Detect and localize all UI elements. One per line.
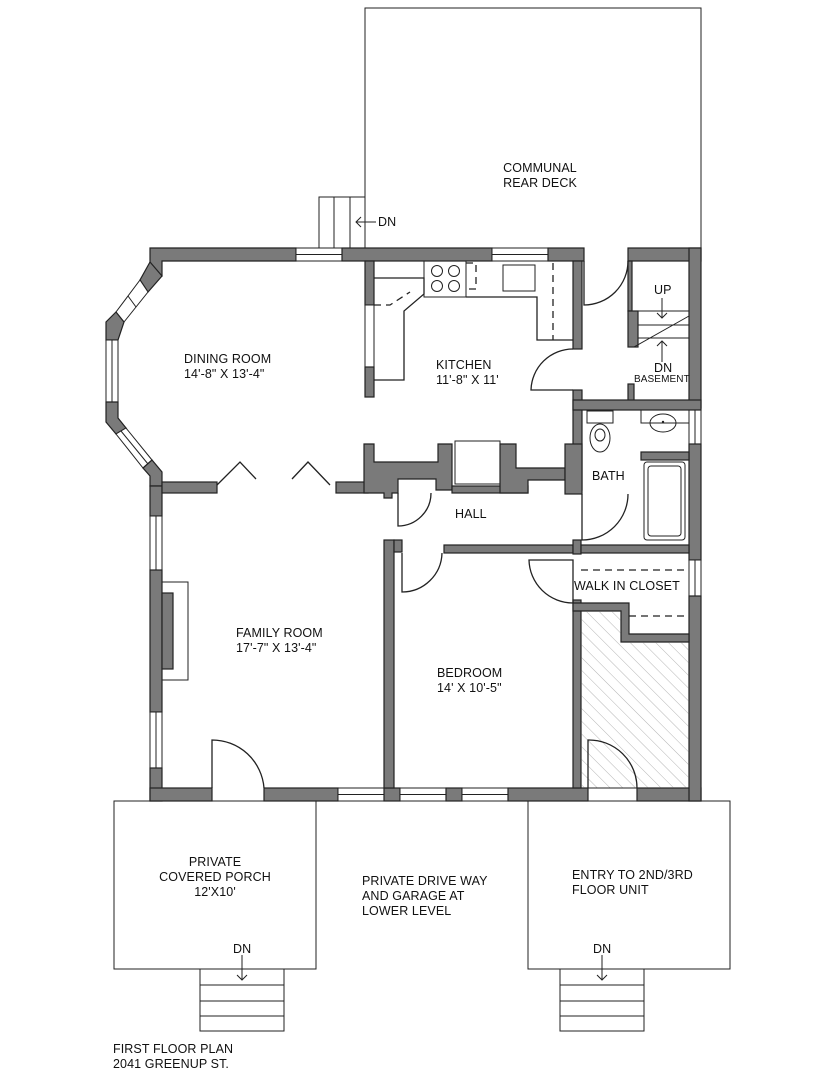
rear-deck-outline bbox=[364, 7, 702, 248]
drive-line-1: PRIVATE DRIVE WAY bbox=[362, 874, 488, 888]
drive-line-3: LOWER LEVEL bbox=[362, 904, 452, 918]
family-room-dims: 17'-7" X 13'-4" bbox=[236, 641, 317, 655]
basement-stairs bbox=[633, 298, 690, 362]
plan-title: FIRST FLOOR PLAN bbox=[113, 1042, 234, 1056]
bath-label: BATH bbox=[592, 469, 625, 483]
porch-outline bbox=[113, 800, 317, 1032]
porch-stair-label: DN bbox=[233, 942, 252, 956]
closet-label: WALK IN CLOSET bbox=[574, 579, 680, 593]
porch-label: PRIVATE COVERED PORCH 12'X10' bbox=[140, 855, 290, 900]
entry-outline bbox=[527, 800, 731, 1032]
plan-title-block: FIRST FLOOR PLAN 2041 GREENUP ST. bbox=[113, 1042, 233, 1072]
exterior-walls bbox=[105, 247, 702, 802]
dining-room-dims: 14'-8" X 13'-4" bbox=[184, 367, 265, 381]
interior-walls bbox=[161, 260, 702, 789]
family-room-name: FAMILY ROOM bbox=[236, 626, 323, 640]
dining-room-name: DINING ROOM bbox=[184, 352, 272, 366]
dining-room-label: DINING ROOM 14'-8" X 13'-4" bbox=[184, 352, 271, 382]
porch-dims: 12'X10' bbox=[194, 885, 236, 899]
bath-fixtures bbox=[586, 410, 689, 541]
stair-up-label: UP bbox=[654, 283, 672, 297]
family-room-label: FAMILY ROOM 17'-7" X 13'-4" bbox=[236, 626, 323, 656]
hall-label: HALL bbox=[455, 507, 487, 521]
entry-stair-label: DN bbox=[593, 942, 612, 956]
closet-shelves bbox=[581, 569, 689, 617]
deck-name-2: REAR DECK bbox=[503, 176, 577, 190]
kitchen-name: KITCHEN bbox=[436, 358, 492, 372]
deck-label: COMMUNAL REAR DECK bbox=[490, 161, 590, 191]
stair-dn-label: DN bbox=[654, 361, 673, 375]
drive-label: PRIVATE DRIVE WAY AND GARAGE AT LOWER LE… bbox=[362, 874, 488, 919]
entry-label: ENTRY TO 2ND/3RD FLOOR UNIT bbox=[572, 868, 693, 898]
deck-stair-label: DN bbox=[378, 215, 397, 229]
kitchen-counters bbox=[374, 260, 573, 381]
bedroom-name: BEDROOM bbox=[437, 666, 503, 680]
bedroom-label: BEDROOM 14' X 10'-5" bbox=[437, 666, 502, 696]
entry-line-1: ENTRY TO 2ND/3RD bbox=[572, 868, 693, 882]
bedroom-dims: 14' X 10'-5" bbox=[437, 681, 502, 695]
hall-cabinets bbox=[454, 440, 501, 485]
fireplace bbox=[161, 581, 189, 681]
deck-name: COMMUNAL bbox=[503, 161, 577, 175]
plan-address: 2041 GREENUP ST. bbox=[113, 1057, 230, 1071]
door-swings bbox=[211, 260, 638, 789]
porch-line-1: PRIVATE bbox=[188, 855, 242, 869]
deck-stairs bbox=[318, 196, 376, 249]
kitchen-dims: 11'-8" X 11' bbox=[436, 373, 499, 387]
kitchen-label: KITCHEN 11'-8" X 11' bbox=[436, 358, 499, 388]
entry-line-2: FLOOR UNIT bbox=[572, 883, 649, 897]
stair-basement-label: BASEMENT bbox=[634, 374, 690, 385]
drive-line-2: AND GARAGE AT bbox=[362, 889, 465, 903]
porch-line-2: COVERED PORCH bbox=[159, 870, 271, 884]
